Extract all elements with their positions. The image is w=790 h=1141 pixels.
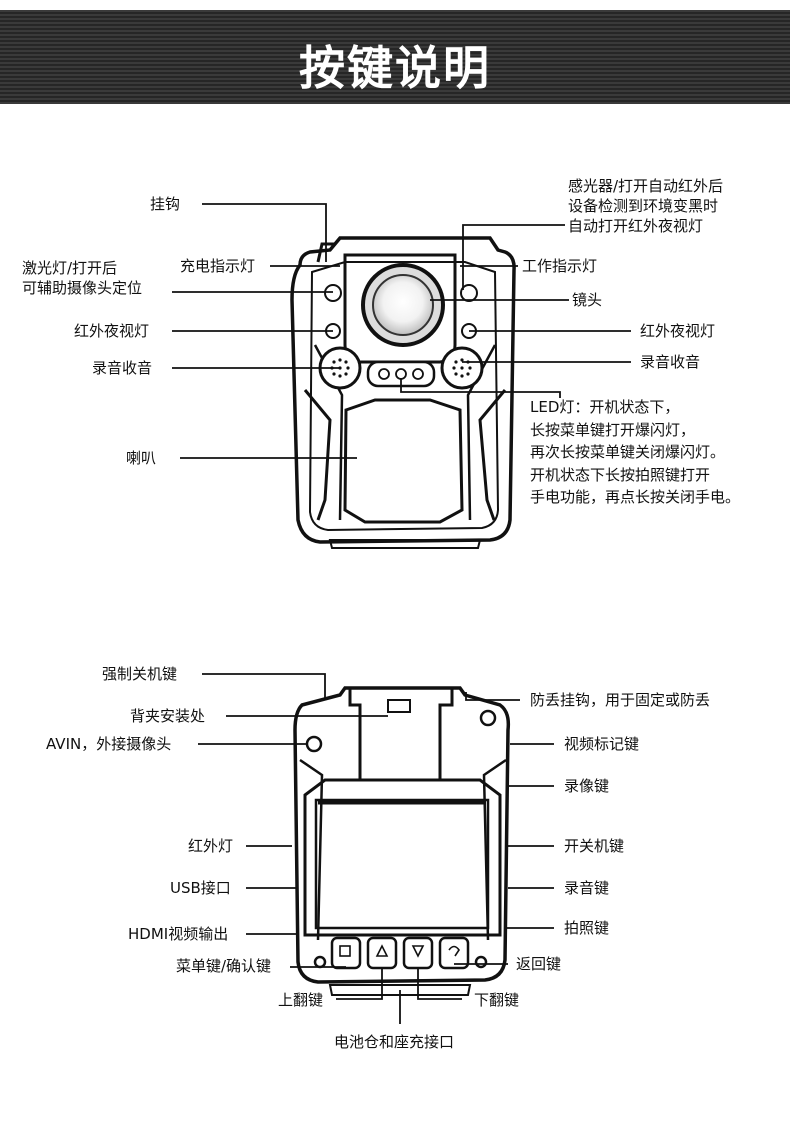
label-speaker: 喇叭 — [126, 449, 157, 467]
label-battery: 电池仓和座充接口 — [334, 1033, 455, 1051]
key-row — [313, 936, 488, 970]
label-lens: 镜头 — [572, 291, 603, 309]
label-audio: 录音键 — [564, 879, 610, 897]
label-record: 录像键 — [564, 777, 610, 795]
label-light-sensor: 感光器/打开自动红外后 设备检测到环境变黑时 自动打开红外夜视灯 — [568, 177, 724, 235]
lens-inner — [372, 274, 434, 336]
label-ir-light: 红外灯 — [188, 837, 234, 855]
label-menu-ok: 菜单键/确认键 — [176, 957, 272, 975]
label-avin: AVIN，外接摄像头 — [46, 735, 172, 753]
light-sensor — [460, 284, 478, 302]
back-view — [293, 686, 511, 996]
label-hook: 挂钩 — [150, 195, 181, 213]
label-back-key: 返回键 — [516, 955, 562, 973]
label-page-up: 上翻键 — [278, 991, 324, 1009]
front-view — [290, 236, 516, 549]
label-ir-right: 红外夜视灯 — [640, 322, 716, 340]
label-mic-right: 录音收音 — [640, 353, 701, 371]
label-page-down: 下翻键 — [474, 991, 520, 1009]
label-work-indicator: 工作指示灯 — [522, 257, 598, 275]
label-led: LED灯：开机状态下， 长按菜单键打开爆闪灯， 再次长按菜单键关闭爆闪灯。 开机… — [530, 398, 741, 506]
page-title: 按键说明 — [299, 41, 491, 95]
front-leader-lines — [172, 203, 631, 459]
label-hdmi: HDMI视频输出 — [128, 925, 229, 943]
label-ir-left: 红外夜视灯 — [74, 322, 150, 340]
speaker-panel — [343, 398, 464, 524]
label-anti-loss: 防丢挂钩，用于固定或防丢 — [530, 691, 711, 709]
label-usb: USB接口 — [170, 879, 231, 897]
back-leader-lines — [198, 673, 554, 1024]
label-mic-left: 录音收音 — [92, 359, 153, 377]
label-force-off: 强制关机键 — [102, 665, 178, 683]
label-photo: 拍照键 — [564, 919, 610, 937]
label-clip-mount: 背夹安装处 — [130, 707, 206, 725]
label-laser: 激光灯/打开后 可辅助摄像头定位 — [22, 259, 143, 297]
label-power: 开关机键 — [564, 837, 625, 855]
label-charge-indicator: 充电指示灯 — [180, 257, 256, 275]
label-video-mark: 视频标记键 — [564, 735, 640, 753]
title-banner: 按键说明 — [0, 10, 790, 104]
laser-light — [324, 284, 342, 302]
